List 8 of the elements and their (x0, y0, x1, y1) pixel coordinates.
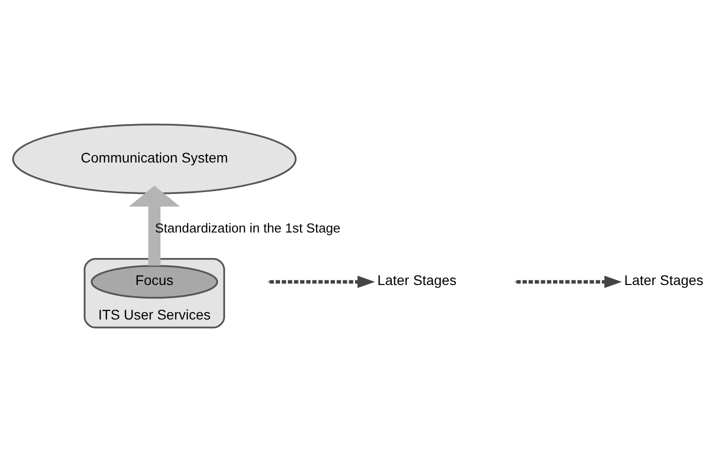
edge-label: Standardization in the 1st Stage (155, 220, 340, 236)
arrow (270, 276, 376, 288)
arrow (128, 186, 180, 266)
node-ellipse: Focus (90, 265, 218, 299)
node-text: Later Stages (377, 272, 456, 288)
node-ellipse: Communication System (12, 124, 297, 194)
node-text: Later Stages (624, 272, 704, 288)
arrow (516, 276, 622, 288)
